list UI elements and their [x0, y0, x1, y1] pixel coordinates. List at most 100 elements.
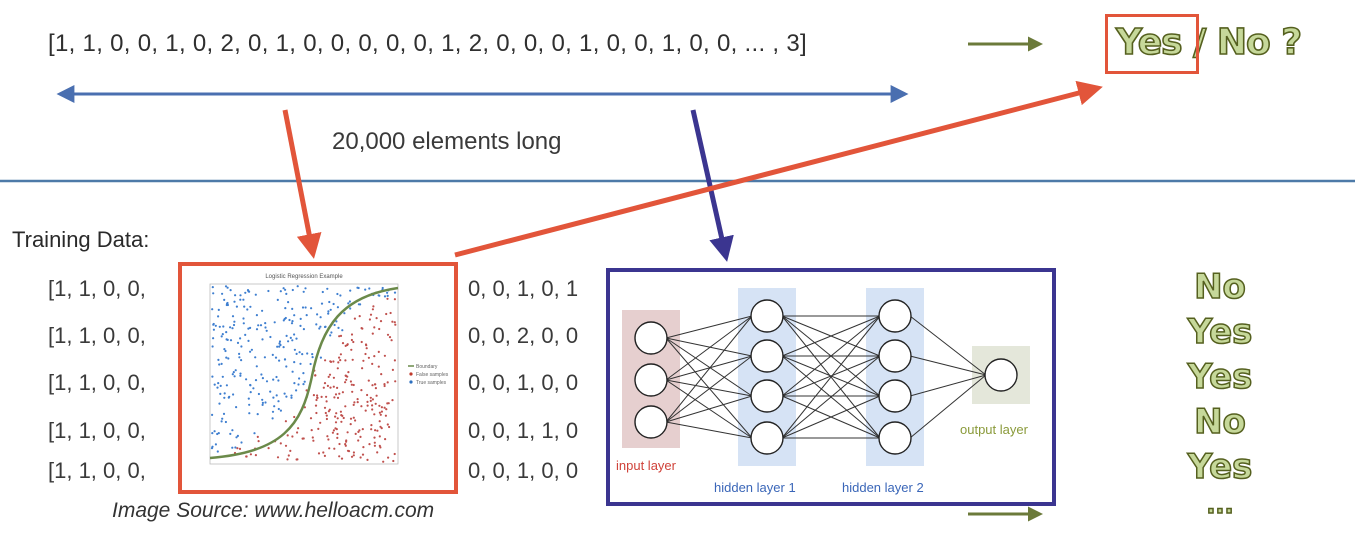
true-sample-point [231, 327, 234, 330]
network-figure-frame: input layer hidden layer 1 hidden layer … [606, 268, 1056, 506]
false-sample-point [350, 333, 354, 336]
feature-vector-text: [1, 1, 0, 0, 1, 0, 2, 0, 1, 0, 0, 0, 0, … [48, 30, 807, 57]
true-sample-point [311, 353, 314, 356]
false-sample-point [378, 411, 381, 414]
false-sample-point [293, 415, 296, 419]
false-sample-point [267, 447, 270, 450]
false-sample-point [353, 401, 356, 404]
false-sample-point [312, 394, 315, 397]
true-sample-point [255, 365, 258, 368]
row-mid-4: 0, 0, 1, 1, 0 [468, 418, 579, 443]
false-sample-point [352, 340, 355, 344]
false-sample-point [354, 419, 357, 422]
true-sample-point [302, 290, 305, 293]
false-sample-point [369, 399, 372, 402]
true-sample-point [285, 365, 288, 368]
false-sample-point [344, 344, 347, 347]
true-sample-point [277, 407, 280, 411]
network-edge [665, 379, 753, 397]
false-sample-point [336, 386, 339, 389]
false-sample-point [317, 427, 320, 430]
false-sample-point [328, 447, 331, 450]
true-sample-point [244, 333, 247, 336]
true-sample-point [225, 356, 228, 359]
false-sample-point [336, 367, 339, 370]
true-sample-point [287, 301, 290, 304]
true-sample-point [284, 288, 287, 291]
true-sample-point [261, 377, 264, 380]
false-sample-point [365, 347, 368, 350]
true-sample-point [287, 340, 290, 343]
false-sample-point [386, 381, 389, 384]
true-sample-point [269, 335, 272, 339]
true-sample-point [242, 298, 245, 301]
true-sample-point [212, 322, 215, 326]
false-sample-point [254, 454, 257, 457]
false-sample-point [383, 354, 386, 357]
true-sample-point [336, 292, 339, 296]
true-sample-point [265, 380, 269, 383]
false-sample-point [377, 365, 380, 368]
false-sample-point [371, 362, 374, 365]
false-sample-point [373, 383, 377, 386]
true-sample-point [253, 432, 256, 435]
true-sample-point [327, 312, 330, 315]
row-left-3: [1, 1, 0, 0, [48, 370, 146, 395]
false-sample-point [309, 417, 313, 420]
image-source: Image Source: www.helloacm.com [112, 499, 435, 522]
network-edge [781, 315, 881, 397]
network-edge [665, 337, 753, 397]
false-sample-point [372, 305, 375, 308]
false-sample-point [327, 375, 330, 378]
true-sample-point [239, 298, 242, 301]
false-sample-point [350, 338, 353, 342]
false-sample-point [386, 423, 389, 426]
network-edge [665, 355, 753, 381]
false-sample-point [384, 414, 387, 417]
false-sample-point [337, 361, 340, 364]
true-sample-point [224, 420, 227, 424]
output-node [984, 358, 1018, 392]
logistic-to-answer-arrow [454, 80, 1103, 258]
true-sample-point [333, 323, 336, 327]
false-sample-point [362, 359, 365, 362]
false-sample-point [335, 412, 338, 415]
false-sample-point [388, 425, 391, 429]
false-sample-point [310, 429, 313, 432]
logistic-legend: Boundary False samples True samples [408, 364, 449, 386]
false-sample-point [393, 359, 396, 362]
true-sample-point [223, 298, 226, 301]
true-sample-point [261, 401, 264, 404]
true-sample-point [264, 401, 267, 404]
logistic-title: Logistic Regression Example [265, 274, 343, 280]
true-sample-point [242, 317, 245, 320]
true-sample-point [290, 394, 293, 397]
true-sample-point [211, 432, 214, 435]
false-sample-point [380, 410, 383, 413]
false-sample-point [339, 334, 343, 337]
true-sample-point [213, 430, 216, 433]
true-sample-point [254, 293, 257, 296]
true-sample-point [260, 373, 263, 376]
row-mid-5: 0, 0, 1, 0, 0 [468, 458, 579, 483]
false-sample-point [378, 435, 381, 438]
false-sample-point [357, 439, 360, 442]
true-sample-point [319, 325, 322, 328]
network-edge [781, 395, 881, 439]
true-sample-point [264, 326, 267, 329]
false-sample-point [352, 383, 355, 387]
true-sample-point [301, 353, 304, 356]
true-sample-point [364, 288, 367, 291]
true-sample-point [282, 346, 285, 349]
false-sample-point [340, 457, 344, 460]
false-sample-point [394, 323, 397, 326]
network-diagram: input layer hidden layer 1 hidden layer … [616, 288, 1030, 495]
hidden1-node [750, 421, 784, 455]
hidden1-node [750, 299, 784, 333]
false-sample-point [390, 339, 393, 342]
false-sample-point [379, 320, 383, 323]
true-sample-point [233, 320, 236, 323]
label-4: No [1193, 401, 1246, 443]
false-sample-point [366, 400, 369, 403]
false-sample-point [385, 312, 388, 316]
